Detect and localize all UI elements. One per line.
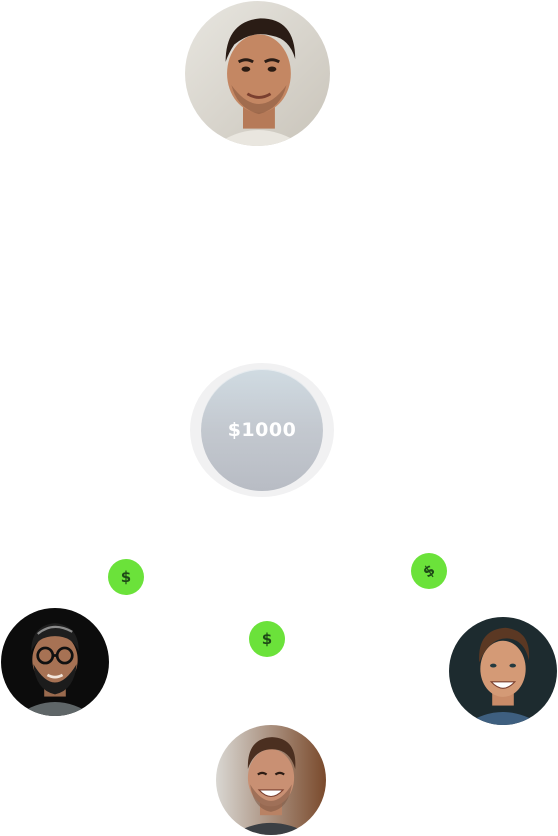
dollar-coin-icon-center: $ bbox=[249, 621, 285, 657]
dollar-symbol: $ bbox=[261, 629, 273, 648]
dollar-symbol: $ bbox=[120, 567, 132, 586]
dollar-coin-icon-right: $ bbox=[411, 553, 447, 589]
dollar-symbol: $ bbox=[419, 560, 439, 581]
avatar-bottom[interactable] bbox=[216, 725, 326, 835]
man-with-slicked-hair-avatar-icon bbox=[185, 1, 330, 146]
smiling-man-brown-hair-avatar-icon bbox=[449, 617, 557, 725]
avatar-top[interactable] bbox=[185, 1, 330, 146]
transfer-amount-button[interactable]: $1000 bbox=[201, 369, 323, 491]
avatar-right[interactable] bbox=[449, 617, 557, 725]
dollar-coin-icon-left: $ bbox=[108, 559, 144, 595]
amount-ring: $1000 bbox=[190, 363, 334, 497]
smiling-man-stubble-avatar-icon bbox=[216, 725, 326, 835]
transfer-amount-label: $1000 bbox=[227, 419, 297, 441]
man-with-glasses-and-beard-avatar-icon bbox=[1, 608, 109, 716]
avatar-left[interactable] bbox=[1, 608, 109, 716]
